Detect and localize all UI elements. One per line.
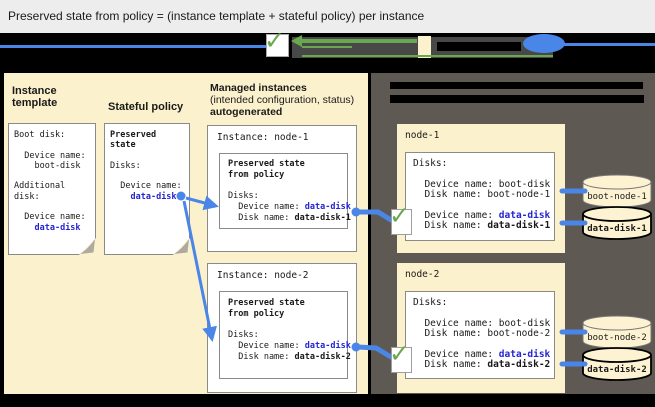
preserved-state-text: Preserved state from policy Disks: Devic… — [228, 298, 351, 363]
disk-name-value: data-disk-2 — [487, 359, 551, 371]
vm-disks-text: Disks: Device name: boot-disk Disk name:… — [413, 158, 551, 232]
vm-disks-text: Disks: Device name: boot-disk Disk name:… — [413, 297, 551, 371]
disk-label: data-disk-2 — [587, 364, 647, 375]
legend-green-line — [302, 55, 553, 57]
legend-instance-swatch — [418, 36, 431, 58]
legend-blue-line-right — [562, 43, 655, 46]
check-icon: ✓ — [389, 201, 410, 230]
disk-name-value: data-disk-1 — [487, 220, 551, 232]
instance-title: Instance: node-2 — [217, 270, 309, 281]
check-icon: ✓ — [389, 339, 410, 368]
vm-node-2-box: node-2 Disks: Device name: boot-disk Dis… — [389, 263, 565, 393]
disk-name-label: Disk name: — [424, 220, 482, 232]
stateful-policy-heading: Stateful policy — [108, 101, 184, 113]
instance-template-doc: Boot disk: Device name: boot-disk Additi… — [8, 123, 96, 255]
legend-check-box: ✓ — [264, 28, 289, 57]
disk-cylinder-data-disk-1: data-disk-1 — [582, 206, 652, 240]
data-disk-highlight: data-disk — [130, 191, 177, 202]
data-disk-highlight: data-disk — [498, 349, 551, 361]
redacted-heading-line-2 — [390, 95, 644, 103]
vm-name-label: node-1 — [405, 130, 440, 141]
disk-name-value: data-disk-1 — [294, 212, 351, 223]
data-disk-highlight: data-disk — [34, 222, 81, 233]
mig-panel: Instance template Stateful policy Manage… — [4, 73, 368, 394]
disks-text: Disks: Device name: boot-disk Disk name:… — [413, 158, 551, 222]
vm-disks-box: Disks: Device name: boot-disk Disk name:… — [405, 152, 555, 241]
page-fold-icon — [79, 238, 96, 255]
legend-green-arrow-line — [302, 39, 417, 43]
managed-instances-heading-line3: autogenerated — [210, 106, 283, 118]
disk-label: boot-node-2 — [587, 333, 647, 343]
disk-name-label: Disk name: — [424, 359, 482, 371]
stateful-applied-badge: ✓ — [389, 341, 412, 373]
doc-body-text: Disks: Device name: — [110, 160, 182, 192]
disk-label: data-disk-1 — [587, 223, 647, 234]
disks-text: Disks: Device name: — [228, 191, 300, 213]
managed-instances-heading-line2: (intended configuration, status) — [210, 94, 355, 106]
instance-title: Instance: node-1 — [217, 132, 309, 143]
title-bar: Preserved state from policy = (instance … — [0, 0, 655, 33]
vm-name-label: node-2 — [405, 269, 440, 280]
vm-disks-box: Disks: Device name: boot-disk Disk name:… — [405, 291, 555, 379]
check-icon: ✓ — [264, 26, 285, 55]
legend-green-arrow-line-2 — [302, 46, 352, 48]
project-panel: node-1 Disks: Device name: boot-disk Dis… — [371, 73, 655, 394]
page-fold-icon — [173, 238, 190, 255]
disk-name-label: Disk name: — [238, 212, 290, 223]
disks-text: Disks: Device name: — [228, 330, 300, 352]
preserved-state-title: Preserved state — [110, 130, 157, 151]
disk-label: boot-node-1 — [587, 192, 647, 202]
preserved-state-box: Preserved state from policy Disks: Devic… — [219, 291, 351, 379]
legend-redacted-text-bar — [437, 42, 521, 51]
data-disk-highlight: data-disk — [498, 210, 551, 222]
legend-green-arrow-icon — [291, 35, 302, 47]
vm-node-1-box: node-1 Disks: Device name: boot-disk Dis… — [389, 124, 565, 253]
managed-instance-node-1-box: Instance: node-1 Preserved state from po… — [207, 125, 357, 252]
stateful-applied-badge: ✓ — [389, 203, 412, 235]
preserved-state-heading: Preserved state from policy — [228, 159, 305, 180]
preserved-state-heading: Preserved state from policy — [228, 298, 305, 319]
legend-band: ✓ — [0, 28, 655, 73]
disk-cylinder-data-disk-2: data-disk-2 — [582, 347, 652, 381]
disks-text: Disks: Device name: boot-disk Disk name:… — [413, 297, 551, 361]
legend-blue-line-left — [0, 45, 266, 48]
instance-template-doc-text: Boot disk: Device name: boot-disk Additi… — [14, 130, 86, 233]
managed-instances-heading-line1: Managed instances — [210, 82, 307, 94]
preserved-state-text: Preserved state from policy Disks: Devic… — [228, 159, 351, 224]
disk-name-value: data-disk-2 — [294, 351, 351, 362]
redacted-heading-line-1 — [390, 82, 643, 89]
doc-body-text: Boot disk: Device name: boot-disk Additi… — [14, 130, 86, 223]
preserved-state-box: Preserved state from policy Disks: Devic… — [219, 153, 351, 229]
disk-cylinder-boot-node-1: boot-node-1 — [582, 174, 652, 208]
page-title: Preserved state from policy = (instance … — [8, 9, 425, 23]
disk-cylinder-boot-node-2: boot-node-2 — [582, 315, 652, 349]
stateful-policy-doc: Preserved state Disks: Device name: data… — [104, 123, 190, 255]
data-disk-highlight: data-disk — [304, 202, 351, 213]
disk-name-label: Disk name: — [238, 351, 290, 362]
managed-instance-node-2-box: Instance: node-2 Preserved state from po… — [207, 263, 357, 393]
instance-template-heading: Instance template — [12, 85, 58, 109]
data-disk-highlight: data-disk — [304, 341, 351, 352]
legend-disk-icon — [523, 34, 565, 53]
stateful-policy-doc-text: Preserved state Disks: Device name: data… — [110, 130, 182, 202]
